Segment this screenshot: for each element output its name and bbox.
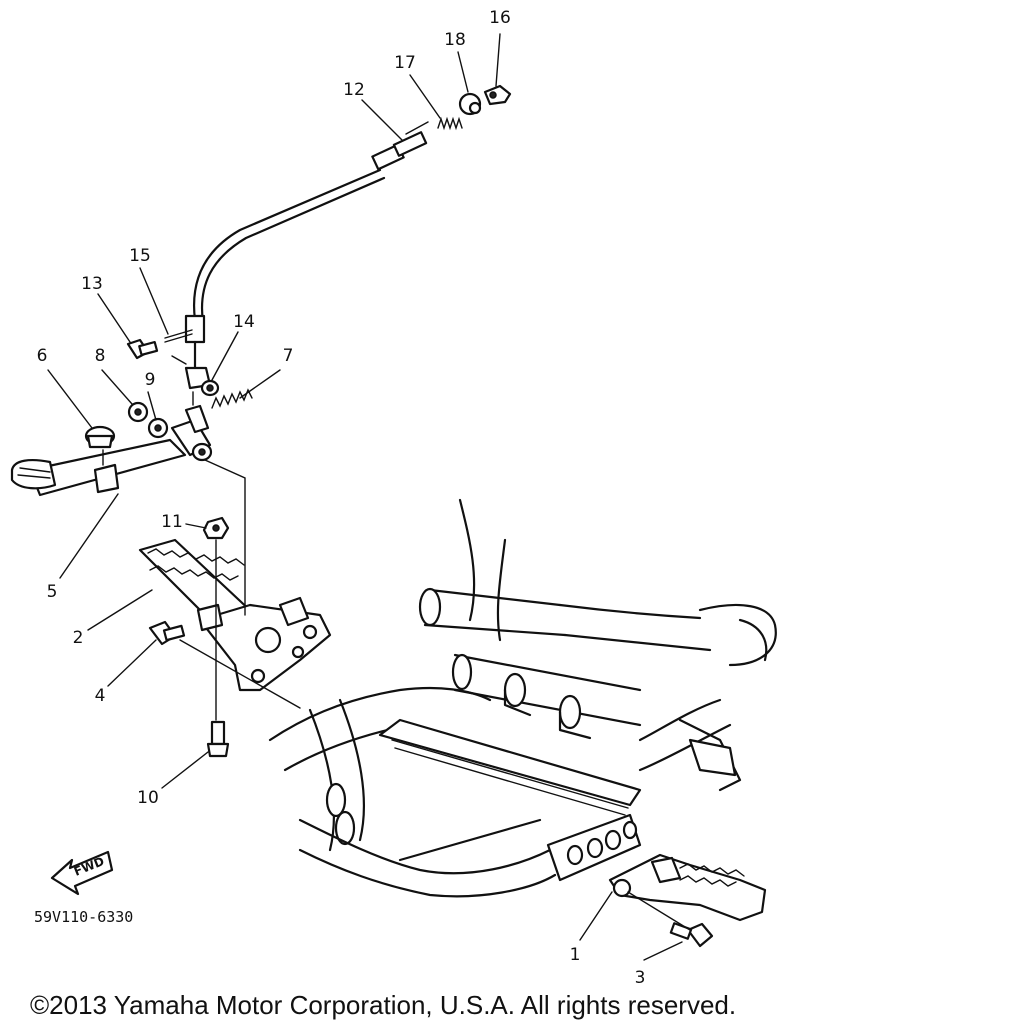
pedal-cap-6 [84,425,116,449]
leader-lines [47,33,683,961]
left-footrest-2 [138,538,332,692]
callout-2: 2 [73,628,84,648]
callout-17: 17 [394,53,416,73]
brake-pedal-5 [10,404,213,497]
bolt-3-guide [627,891,691,931]
callout-5: 5 [47,582,58,602]
copyright-notice: ©2013 Yamaha Motor Corporation, U.S.A. A… [30,990,737,1020]
fwd-arrow-icon: FWD [50,850,114,896]
callout-1: 1 [570,945,581,965]
collar-18 [458,92,482,116]
callout-numbers: 1 2 3 4 5 6 7 8 9 10 11 12 13 14 15 16 1… [37,8,646,988]
washer-9 [147,417,169,439]
adjuster-nut-16 [483,84,512,106]
frame-drawing [268,498,777,898]
callout-16: 16 [489,8,511,28]
callout-3: 3 [635,968,646,988]
right-footrest-1 [608,853,767,922]
callout-18: 18 [444,30,466,50]
bolt-3 [669,922,714,948]
clevis-pin-13 [126,338,159,360]
nut-11 [202,516,230,540]
callout-14: 14 [233,312,255,332]
cable-spring-17 [437,116,463,131]
callout-10: 10 [137,788,159,808]
callout-11: 11 [161,512,183,532]
washer-8 [127,401,149,423]
callout-7: 7 [283,346,294,366]
callout-8: 8 [95,346,106,366]
bolt-4 [148,620,186,646]
drawing-code: 59V110-6330 [34,908,133,926]
washer-14 [200,379,220,397]
bolt-10 [206,720,230,758]
callout-4: 4 [95,686,106,706]
callout-12: 12 [343,80,365,100]
callout-15: 15 [129,246,151,266]
callout-13: 13 [81,274,103,294]
assembly-guides [171,355,301,721]
callout-6: 6 [37,346,48,366]
return-spring-7 [211,388,253,409]
callout-9: 9 [145,370,156,390]
brake-cable [184,121,429,390]
cotter-pin-15 [164,329,193,343]
